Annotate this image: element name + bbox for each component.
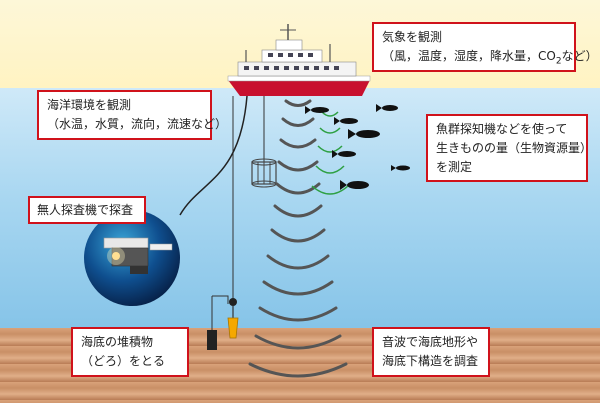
callout-sonar-line1: 音波で海底地形や	[382, 335, 479, 349]
fish-4	[348, 129, 380, 139]
callout-sediment-line1: 海底の堆積物	[81, 335, 154, 349]
callout-rov-text: 無人探査機で探査	[37, 203, 134, 217]
callout-rov: 無人探査機で探査	[28, 196, 146, 224]
fish-7	[340, 180, 369, 190]
callout-sediment: 海底の堆積物 （どろ）をとる	[71, 327, 189, 377]
fish-5	[332, 150, 356, 158]
water-sampler	[251, 96, 277, 188]
callout-fish: 魚群探知機などを使って 生きものの量（生物資源量） を測定	[426, 114, 593, 182]
rov-cable	[179, 95, 248, 216]
research-ship	[227, 24, 371, 96]
callout-sonar-line2: 海底下構造を調査	[382, 354, 479, 368]
fish-3	[376, 104, 398, 112]
sediment-corer	[207, 96, 239, 350]
fish-1	[305, 106, 329, 114]
callout-ocean: 海洋環境を観測 （水温，水質，流向，流速など）	[37, 90, 228, 140]
fish-finder-waves	[311, 111, 349, 195]
sonar-waves	[248, 99, 348, 378]
callout-weather-title: 気象を観測	[382, 30, 443, 44]
callout-weather-detail: （風，温度，湿度，降水量，CO2など）	[382, 49, 598, 67]
callout-fish-line3: を測定	[436, 160, 473, 174]
fish-school	[305, 104, 410, 190]
callout-fish-line2: 生きものの量（生物資源量）	[436, 141, 593, 155]
rov-image	[84, 210, 180, 306]
fish-6	[391, 165, 410, 171]
callout-ocean-detail: （水温，水質，流向，流速など）	[47, 117, 228, 131]
fish-2	[334, 117, 358, 125]
callout-ocean-title: 海洋環境を観測	[47, 98, 132, 112]
callout-fish-line1: 魚群探知機などを使って	[436, 122, 568, 136]
callout-sediment-line2: （どろ）をとる	[81, 354, 166, 368]
callout-weather: 気象を観測 （風，温度，湿度，降水量，CO2など）	[372, 22, 598, 72]
callout-sonar: 音波で海底地形や 海底下構造を調査	[372, 327, 490, 377]
